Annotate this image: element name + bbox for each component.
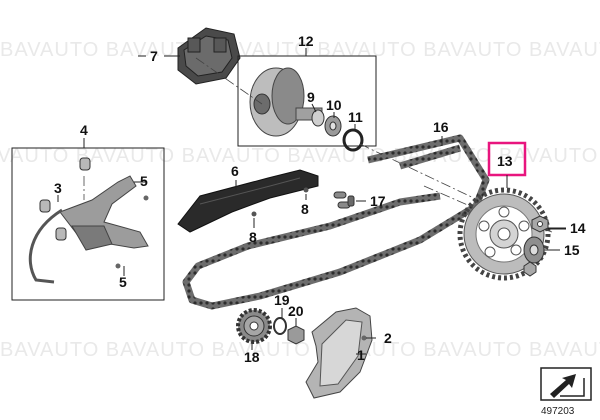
diagram-number: 497203 <box>541 406 575 417</box>
bolt-5a <box>143 195 149 201</box>
bolt-5b <box>115 263 121 269</box>
arrow-box-icon[interactable] <box>540 367 592 401</box>
callout-10: 10 <box>326 97 342 113</box>
box-bracket-assembly <box>11 147 165 301</box>
chain-guide <box>177 169 319 233</box>
seal-ring-11 <box>342 128 364 152</box>
bolt-8a <box>251 211 257 217</box>
chain-master-link <box>333 191 355 209</box>
rubber-mount-1 <box>79 157 91 171</box>
callout-4: 4 <box>80 122 88 138</box>
watermark-row-1: BAVAUTO BAVAUTO BAVAUTO BAVAUTO BAVAUTO … <box>0 39 600 61</box>
callout-5a: 5 <box>140 173 148 189</box>
bolt-8b <box>303 187 309 193</box>
nut-20 <box>287 325 305 345</box>
callout-5b: 5 <box>119 274 127 290</box>
callout-18: 18 <box>244 349 260 365</box>
bracket-assembly <box>28 157 149 284</box>
callout-1: 1 <box>357 347 365 363</box>
carrier-hub <box>249 67 364 152</box>
callout-15: 15 <box>564 242 580 258</box>
callout-labels: 1 2 3 4 5 5 6 7 8 8 9 10 11 12 13 14 15 … <box>54 33 586 365</box>
callout-2: 2 <box>384 330 392 346</box>
callout-7: 7 <box>150 48 158 64</box>
sprocket-cover <box>305 307 373 399</box>
callout-8a: 8 <box>249 229 257 245</box>
callout-9: 9 <box>307 89 315 105</box>
spacer-9 <box>311 109 325 127</box>
cush-drive-damper <box>177 27 241 85</box>
flange-15 <box>523 236 545 264</box>
washer-19 <box>273 317 287 335</box>
callout-14: 14 <box>570 220 586 236</box>
nut-14 <box>531 215 549 233</box>
box-carrier-hub <box>237 55 377 147</box>
rubber-mount-3 <box>55 227 67 241</box>
front-sprocket <box>236 308 272 344</box>
callout-20: 20 <box>288 303 304 319</box>
watermark-row-3: BAVAUTO BAVAUTO BAVAUTO BAVAUTO BAVAUTO … <box>0 339 600 361</box>
callout-3: 3 <box>54 180 62 196</box>
leader-9 <box>311 103 317 113</box>
callout-dashes <box>138 55 566 230</box>
callout-13: 13 <box>497 153 513 169</box>
callout-8b: 8 <box>301 201 309 217</box>
callout-12: 12 <box>298 33 314 49</box>
callout-16: 16 <box>433 119 449 135</box>
wire-loop <box>28 208 63 284</box>
callout-6: 6 <box>231 163 239 179</box>
screw-2 <box>361 335 367 341</box>
callout-19: 19 <box>274 292 290 308</box>
drive-chain <box>182 134 490 310</box>
callout-17: 17 <box>370 193 386 209</box>
callout-11: 11 <box>348 109 363 125</box>
nut-lower <box>523 261 537 277</box>
rubber-mount-2 <box>39 199 51 213</box>
